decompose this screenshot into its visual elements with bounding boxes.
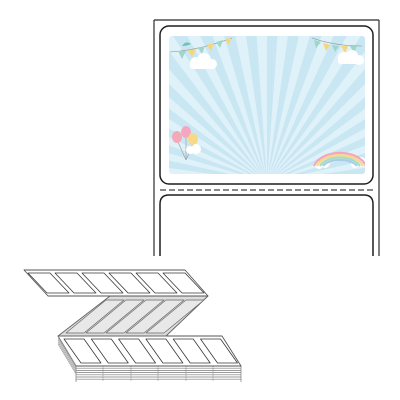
fanfold-label [90, 338, 129, 364]
fanfold-label [145, 338, 184, 364]
sunburst-ray [267, 36, 323, 174]
pennant-bunting-left [169, 37, 233, 59]
bird-icon [182, 42, 191, 46]
fanfold-sheet-edge [57, 339, 77, 371]
fanfold-label [81, 272, 124, 294]
sunburst-ray [169, 36, 267, 174]
fanfold-sheet-edge [57, 341, 77, 373]
fanfold-label-shaded [85, 299, 145, 334]
fanfold-label [63, 338, 102, 364]
sunburst-ray [267, 36, 365, 174]
sunburst-ray [267, 144, 365, 174]
label-artwork [169, 36, 365, 174]
fanfold-label [200, 338, 238, 364]
sunburst-ray [267, 36, 358, 174]
sunburst-ray [169, 57, 267, 174]
sunburst-ray [267, 36, 365, 174]
label-next [159, 194, 374, 256]
sunburst-ray [267, 36, 286, 174]
sunburst-ray [267, 41, 365, 174]
sunburst-ray [229, 36, 267, 174]
sunburst-ray [193, 36, 267, 174]
fanfold-label [27, 272, 70, 294]
fanfold-label [162, 272, 205, 294]
fanfold-label-shaded [145, 299, 205, 334]
sunburst-ray [267, 36, 365, 174]
fanfold-label-shaded [125, 299, 185, 334]
sunburst-ray [169, 91, 267, 174]
sunburst-ray [169, 126, 267, 174]
sunburst-ray [267, 36, 365, 174]
fanfold-label [54, 272, 97, 294]
fanfold-stack [23, 269, 242, 382]
pennant-bunting-right [311, 37, 363, 53]
sunburst-ray [267, 108, 365, 174]
balloons-icon [172, 126, 201, 161]
fanfold-sheet-edge [57, 335, 77, 367]
sunburst-ray [169, 36, 267, 174]
fanfold-sheet-edge [57, 343, 77, 375]
sunburst-ray [169, 36, 267, 174]
fanfold-sheet-edge [57, 337, 77, 369]
fanfold-label [118, 338, 157, 364]
fanfold-label [172, 338, 211, 364]
rainbow-icon [312, 151, 365, 167]
fanfold-label-shaded [105, 299, 165, 334]
fanfold-label [108, 272, 151, 294]
fanfold-label [135, 272, 178, 294]
fanfold-label-shaded [65, 299, 125, 334]
